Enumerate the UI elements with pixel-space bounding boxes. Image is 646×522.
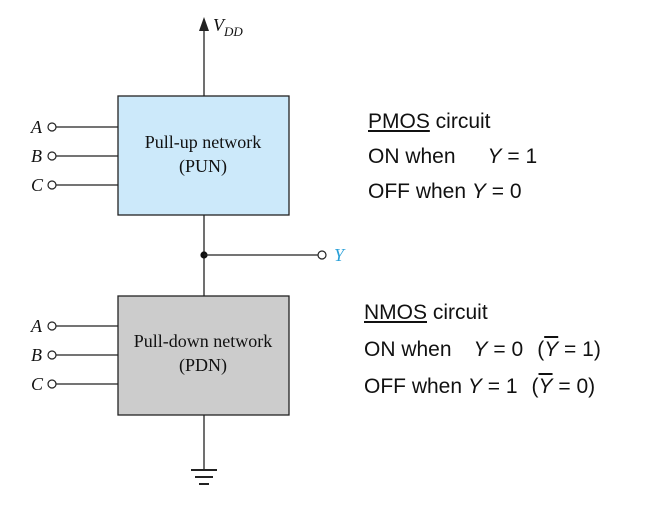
pmos-heading: PMOS circuit xyxy=(368,110,537,134)
vdd-subscript: DD xyxy=(223,24,243,39)
pdn-input-a-terminal xyxy=(47,321,57,331)
pmos-off-var: Y xyxy=(471,180,486,203)
pdn-input-a-label: A xyxy=(30,316,43,336)
nmos-heading-rest: circuit xyxy=(427,301,488,324)
pmos-on-condition: ON when Y = 1 xyxy=(368,145,537,169)
nmos-off-comp-open: ( xyxy=(531,375,539,398)
pmos-heading-underlined: PMOS xyxy=(368,110,430,133)
pdn-title: Pull-down network xyxy=(134,331,273,351)
nmos-off-comp-var: Y xyxy=(538,375,553,398)
vdd-arrow-icon xyxy=(199,17,209,31)
pun-input-a-label: A xyxy=(30,117,43,137)
pun-abbrev: (PUN) xyxy=(179,156,227,177)
pmos-off-value: = 0 xyxy=(485,180,522,203)
output-label: Y xyxy=(334,245,346,265)
pmos-off-condition: OFF when Y = 0 xyxy=(368,180,537,204)
pdn-abbrev: (PDN) xyxy=(179,355,227,376)
pmos-off-prefix: OFF when xyxy=(368,180,472,203)
nmos-on-prefix: ON when xyxy=(364,338,452,361)
vdd-symbol: V xyxy=(213,15,226,35)
ground-icon xyxy=(191,469,217,485)
pmos-on-value: = 1 xyxy=(501,145,538,168)
pmos-on-var: Y xyxy=(487,145,502,168)
pdn-input-b-terminal xyxy=(47,350,57,360)
pdn-input-c-label: C xyxy=(31,374,44,394)
pdn-input-b-label: B xyxy=(31,345,42,365)
pun-input-a-terminal xyxy=(47,122,57,132)
nmos-on-comp-open: ( xyxy=(537,338,545,361)
nmos-on-var: Y xyxy=(473,338,488,361)
pmos-heading-rest: circuit xyxy=(429,110,491,133)
pun-input-b-terminal xyxy=(47,151,57,161)
pun-input-b-label: B xyxy=(31,146,42,166)
output-terminal xyxy=(317,250,327,260)
nmos-off-condition: OFF when Y = 1(Y = 0) xyxy=(364,375,601,399)
nmos-on-value: = 0 xyxy=(487,338,524,361)
nmos-off-var: Y xyxy=(467,375,482,398)
nmos-on-comp-var: Y xyxy=(544,338,559,361)
nmos-off-prefix: OFF when xyxy=(364,375,468,398)
pun-title: Pull-up network xyxy=(145,132,262,152)
nmos-heading: NMOS circuit xyxy=(364,301,601,325)
pull-up-network-block xyxy=(117,95,290,216)
pdn-input-c-terminal xyxy=(47,379,57,389)
nmos-on-comp-value: = 1) xyxy=(558,338,601,361)
pull-down-network-block xyxy=(117,295,290,416)
pmos-on-prefix: ON when xyxy=(368,145,456,168)
vdd-label: VDD xyxy=(213,15,243,39)
pun-input-c-label: C xyxy=(31,175,44,195)
nmos-off-value: = 1 xyxy=(481,375,518,398)
pun-input-c-terminal xyxy=(47,180,57,190)
nmos-heading-underlined: NMOS xyxy=(364,301,427,324)
nmos-off-comp-value: = 0) xyxy=(552,375,596,398)
